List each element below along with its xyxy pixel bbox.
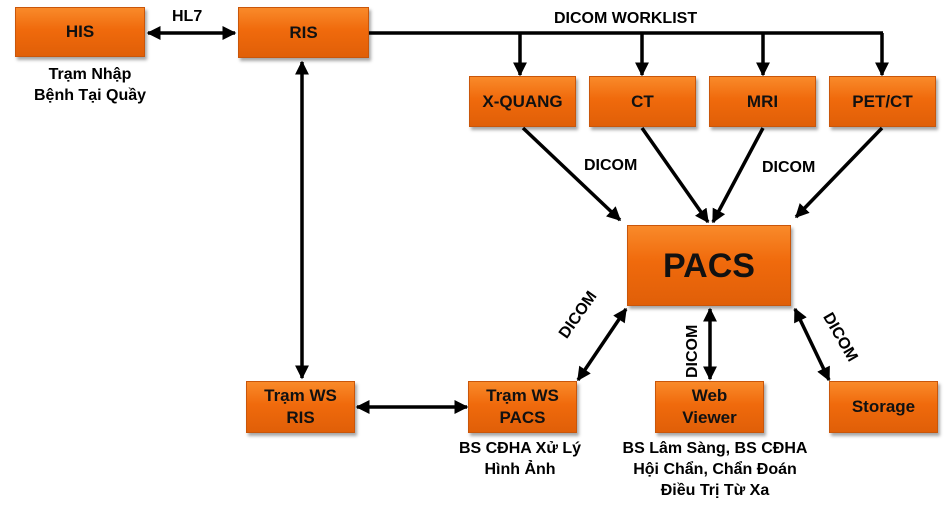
caption-web-viewer-line2: Hội Chẩn, Chẩn Đoán (633, 461, 797, 478)
node-storage-label: Storage (851, 397, 916, 416)
node-mri-label: MRI (746, 91, 779, 111)
edge-pacs-wspacs (576, 307, 628, 382)
node-ws-pacs: Trạm WS PACS (468, 381, 577, 433)
edge-label-worklist: DICOM WORKLIST (554, 10, 698, 27)
node-petct-label: PET/CT (852, 91, 913, 111)
node-pacs: PACS (627, 225, 791, 306)
edge-xquang-pacs (521, 126, 622, 222)
node-ws-pacs-line1: Trạm WS (486, 386, 559, 405)
node-his: HIS (15, 7, 145, 57)
edge-label-pacs-web: DICOM (684, 324, 701, 378)
node-his-label: HIS (65, 22, 95, 41)
caption-his-line2: Bệnh Tại Quầy (33, 87, 147, 104)
node-ris-label: RIS (289, 22, 318, 42)
node-petct: PET/CT (829, 76, 936, 127)
node-ws-ris: Trạm WS RIS (246, 381, 355, 433)
caption-web-viewer: BS Lâm Sàng, BS CĐHA Hội Chẩn, Chẩn Đoán… (600, 438, 830, 501)
edge-mri-pacs (711, 127, 765, 224)
caption-web-viewer-line1: BS Lâm Sàng, BS CĐHA (622, 440, 808, 457)
caption-ws-pacs: BS CĐHA Xử Lý Hình Ảnh (440, 438, 600, 480)
edge-label-hl7: HL7 (172, 8, 203, 25)
node-ct-label: CT (631, 91, 654, 111)
caption-his: Trạm Nhập Bệnh Tại Quầy (15, 64, 165, 106)
node-ct: CT (589, 76, 696, 127)
node-mri: MRI (709, 76, 816, 127)
node-ws-ris-line2: RIS (286, 408, 315, 427)
node-pacs-label: PACS (663, 246, 755, 285)
node-web-viewer: Web Viewer (655, 381, 764, 433)
node-ws-ris-line1: Trạm WS (264, 386, 337, 405)
caption-ws-pacs-line1: BS CĐHA Xử Lý (458, 440, 582, 457)
node-storage: Storage (829, 381, 938, 433)
caption-ws-pacs-line2: Hình Ảnh (484, 461, 556, 478)
edge-petct-pacs (794, 126, 884, 219)
node-xquang: X-QUANG (469, 76, 576, 127)
edge-ct-pacs (640, 126, 710, 224)
edge-label-modalities-left: DICOM (584, 157, 638, 174)
node-web-viewer-line2: Viewer (682, 408, 737, 427)
node-ris: RIS (238, 7, 369, 58)
caption-web-viewer-line3: Điều Trị Từ Xa (660, 482, 770, 499)
node-xquang-label: X-QUANG (482, 91, 563, 111)
caption-his-line1: Trạm Nhập (48, 66, 132, 83)
node-web-viewer-line1: Web (691, 386, 728, 405)
edge-label-modalities-right: DICOM (762, 159, 816, 176)
node-ws-pacs-line2: PACS (499, 408, 546, 427)
edge-pacs-storage (793, 307, 831, 382)
